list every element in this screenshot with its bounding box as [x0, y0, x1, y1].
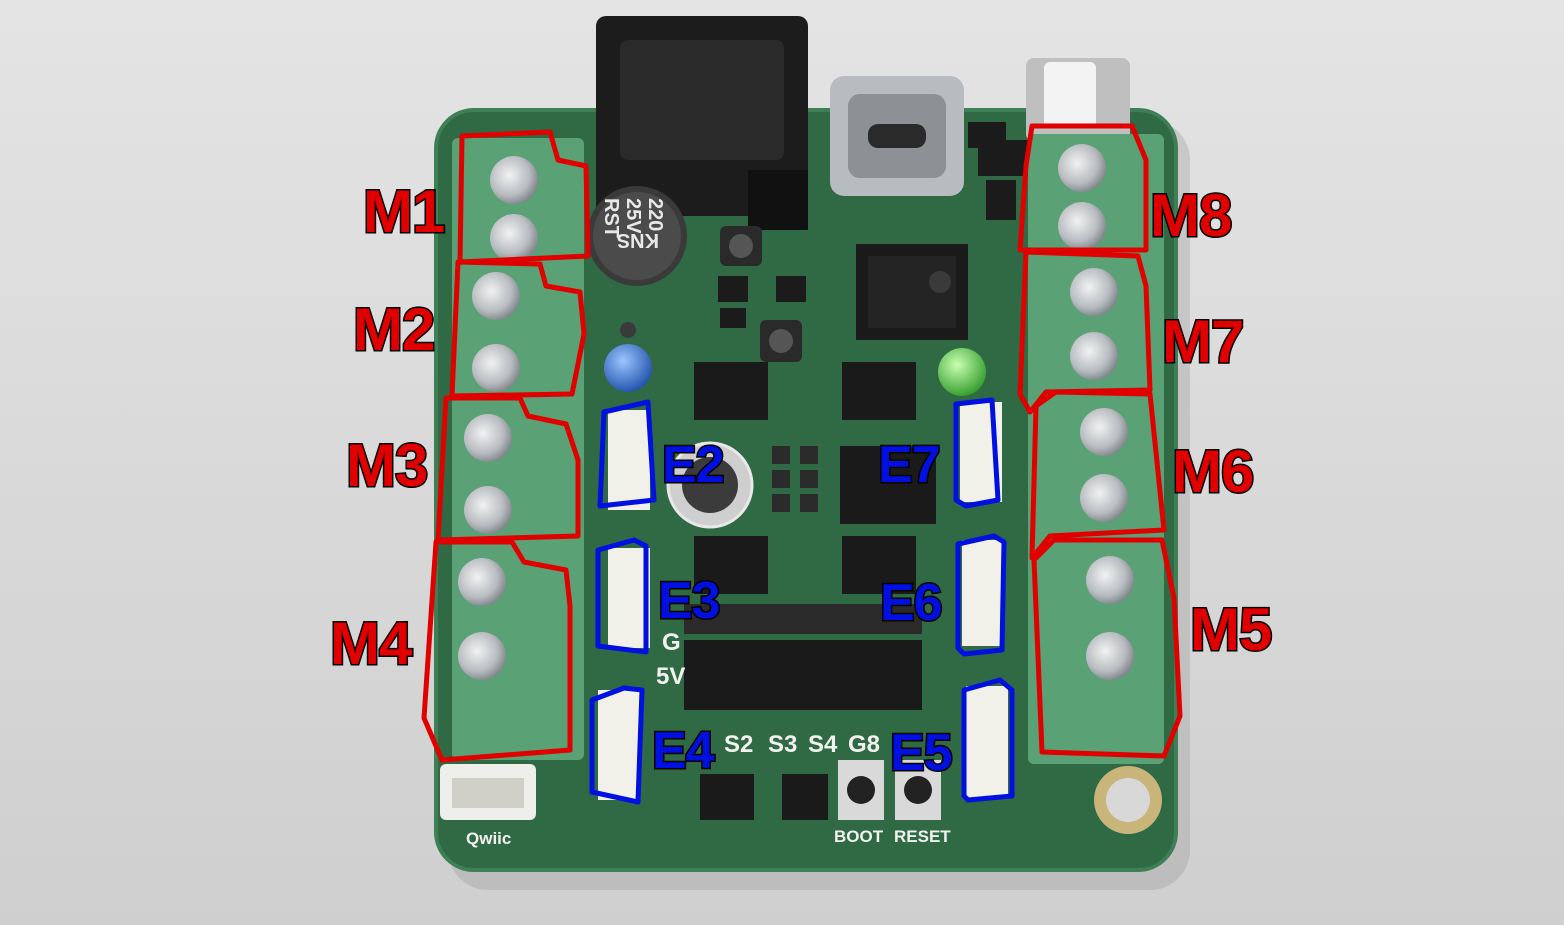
screw-terminal-icon — [458, 156, 538, 680]
electrolytic-capacitor: 220 25V RST KNS — [587, 186, 687, 286]
pin-headers — [684, 604, 922, 710]
led-icon — [604, 322, 986, 396]
slide-switch — [1026, 58, 1130, 142]
silk-5v: 5V — [656, 663, 685, 690]
screw-terminal-icon — [1058, 144, 1134, 680]
encoder-label-e6: E6 — [880, 574, 942, 632]
silk-s3: S3 — [768, 731, 797, 758]
encoder-outline-e7 — [953, 397, 1001, 509]
motor-outline-m3 — [435, 395, 581, 543]
motor-label-m7: M7 — [1162, 308, 1243, 375]
encoder-label-e7: E7 — [878, 436, 940, 494]
motor-label-m5: M5 — [1190, 596, 1271, 663]
encoder-outline-e3 — [595, 537, 649, 655]
encoder-label-e2: E2 — [662, 436, 724, 494]
small-components — [718, 226, 806, 362]
terminal-blocks-right — [1028, 134, 1164, 764]
motor-label-m6: M6 — [1172, 438, 1253, 505]
microcontroller-chip — [856, 244, 968, 340]
terminal-blocks-left — [452, 138, 584, 760]
encoder-outline-e2 — [597, 399, 657, 509]
svg-text:RST: RST — [600, 198, 622, 238]
encoder-outline-e4 — [589, 685, 645, 805]
encoder-outline-e5 — [961, 677, 1015, 803]
silk-boot: BOOT — [834, 827, 884, 846]
motor-label-m4: M4 — [330, 610, 413, 677]
motor-label-m2: M2 — [353, 296, 434, 363]
mounting-holes — [666, 441, 1162, 834]
silk-s4: S4 — [808, 731, 838, 758]
silk-g8: G8 — [848, 731, 880, 758]
motor-driver-chips — [694, 362, 936, 594]
motor-outline-m5 — [1031, 537, 1183, 759]
dc-barrel-jack-icon — [596, 16, 808, 230]
encoder-label-e4: E4 — [652, 722, 715, 780]
qwiic-connector — [440, 764, 536, 820]
encoder-outline-e6 — [955, 533, 1007, 657]
passive-components — [772, 446, 818, 512]
svg-text:25V: 25V — [622, 198, 644, 234]
motor-outline-m6 — [1029, 389, 1167, 561]
encoder-label-e5: E5 — [890, 724, 952, 782]
motor-labels: M1 M2 M3 M4 M5 M6 M7 M8 — [329, 177, 1274, 679]
silk-ground: G — [662, 629, 681, 656]
silkscreen-labels: G 5V S2 S3 S4 G8 BOOT RESET Qwiic — [466, 629, 951, 848]
svg-text:220: 220 — [644, 198, 666, 231]
motor-outline-m8 — [1017, 123, 1149, 253]
motor-label-m8: M8 — [1150, 182, 1231, 249]
usb-c-connector-icon — [830, 76, 964, 196]
motor-outline-m4 — [421, 539, 573, 763]
encoder-labels: E2 E3 E4 E5 E6 E7 — [651, 435, 955, 784]
motor-label-m1: M1 — [363, 178, 444, 245]
silk-qwiic: Qwiic — [466, 829, 511, 848]
encoder-label-e3: E3 — [658, 572, 720, 630]
push-button-icon — [838, 760, 941, 820]
motor-label-m3: M3 — [346, 432, 427, 499]
svg-text:KNS: KNS — [617, 229, 659, 251]
silk-s2: S2 — [724, 731, 753, 758]
silk-reset: RESET — [894, 827, 951, 846]
